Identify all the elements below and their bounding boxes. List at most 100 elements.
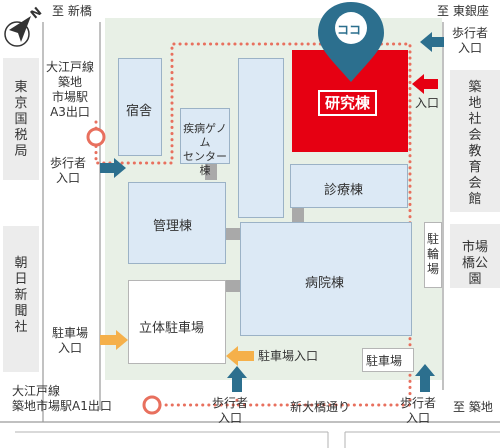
pedestrian-entrance-left: 歩行者 入口 (50, 156, 86, 186)
parking-entrance-left: 駐車場 入口 (52, 326, 88, 356)
tax-office-label-char: 東 (14, 80, 28, 95)
pedestrian-entrance-bottom-right-line1: 歩行者 (400, 396, 437, 410)
hospital-label: 病院棟 (305, 276, 345, 291)
hospital-building[interactable] (240, 222, 412, 336)
parking-entrance-left-line1: 駐車場 (52, 326, 89, 340)
social-hall-block (450, 70, 500, 212)
research-entrance-label: 入口 (415, 96, 440, 110)
connector-genome-admin (205, 162, 217, 180)
market-park-block (450, 224, 500, 288)
connector-parking-hospital (226, 280, 240, 292)
station-a1-marker-icon[interactable] (142, 395, 162, 415)
station-a1-label: 大江戸線 築地市場駅A1出口 (12, 384, 112, 414)
parking-structure-label: 立体駐車場 (139, 321, 205, 336)
tax-office-label-char: 税 (14, 128, 28, 143)
marker-label: ココ (337, 23, 362, 37)
connector-clinic-hospital (292, 207, 304, 222)
asahi-block (3, 226, 39, 372)
research-building-label: 研究棟 (318, 90, 378, 116)
social-hall-label-char: 地 (468, 96, 482, 111)
to-tsukiji-label: 至 築地 (453, 400, 493, 414)
pedestrian-entrance-left-line1: 歩行者 (50, 156, 87, 170)
compass-arrow-icon (9, 16, 31, 42)
pedestrian-entrance-bottom-line1: 歩行者 (212, 396, 249, 410)
clinic-building[interactable] (290, 164, 408, 208)
asahi-label: 朝日新聞社 (3, 256, 39, 336)
pedestrian-arrow-left-icon (100, 158, 126, 178)
station-a3-line2: 築地 (58, 75, 83, 89)
parking-lot[interactable] (362, 348, 414, 372)
pedestrian-entrance-bottom-right-line2: 入口 (406, 411, 431, 425)
market-park-label: 市場橋公園 (450, 240, 500, 288)
station-a3-line3: 市場駅 (52, 90, 89, 104)
parking-structure-building[interactable] (128, 280, 226, 364)
social-hall-label-char: 館 (468, 192, 482, 207)
pedestrian-entrance-top-right-line2: 入口 (458, 41, 483, 55)
pedestrian-entrance-top-right-line1: 歩行者 (452, 26, 489, 40)
social-hall-label: 築地社会教育会館 (450, 80, 500, 208)
clinic-label: 診療棟 (324, 183, 364, 198)
genome-center-label-line1: 疾病ゲノム (183, 122, 227, 149)
market-park-label-text: 市場橋公園 (461, 240, 488, 287)
pedestrian-entrance-top-right: 歩行者 入口 (452, 26, 488, 56)
pedestrian-entrance-left-line2: 入口 (56, 171, 81, 185)
tax-office-label-char: 京 (14, 96, 28, 111)
compass-ring (4, 21, 30, 47)
parking-entrance-label: 駐車場入口 (258, 349, 319, 363)
bicycle-parking-label-char: 駐 (426, 232, 439, 246)
tax-office-label-char: 局 (14, 144, 28, 159)
asahi-label-char: 聞 (14, 304, 28, 319)
parking-entrance-left-line2: 入口 (58, 341, 83, 355)
location-pin-inner (335, 12, 367, 44)
genome-center-label-line2: センター棟 (183, 150, 227, 177)
station-a3-label: 大江戸線 築地 市場駅 A3出口 (46, 60, 94, 120)
bicycle-parking-label-char: 輪 (426, 247, 439, 261)
genome-center-building[interactable] (180, 108, 230, 164)
social-hall-label-char: 育 (468, 160, 482, 175)
genome-center-label: 疾病ゲノム センター棟 (180, 122, 230, 178)
station-a3-line4: A3出口 (50, 105, 90, 119)
parking-arrow-left-icon (100, 330, 128, 350)
bicycle-parking[interactable] (424, 222, 442, 288)
social-hall-label-char: 会 (468, 176, 482, 191)
station-a1-line2: 築地市場駅A1出口 (12, 399, 112, 413)
asahi-label-char: 社 (14, 320, 28, 335)
station-a3-marker-icon[interactable] (86, 127, 106, 147)
social-hall-label-char: 築 (468, 80, 482, 95)
bicycle-parking-label: 駐輪場 (424, 232, 442, 277)
asahi-label-char: 朝 (14, 256, 28, 271)
station-a3-line1: 大江戸線 (46, 60, 95, 74)
pedestrian-entrance-bottom-line2: 入口 (218, 411, 243, 425)
connector-admin-hospital (226, 228, 240, 240)
social-hall-label-char: 会 (468, 128, 482, 143)
pedestrian-arrow-top-right-icon (420, 32, 444, 52)
to-higashiginza-label: 至 東銀座 (437, 4, 489, 18)
to-shinbashi-label: 至 新橋 (52, 4, 92, 18)
research-entrance-arrow-icon (412, 74, 438, 94)
pedestrian-arrow-bottom-icon (227, 366, 247, 392)
dormitory-label: 宿舎 (126, 104, 153, 119)
dormitory-building[interactable] (118, 58, 162, 156)
asahi-label-char: 新 (14, 288, 28, 303)
station-a1-line1: 大江戸線 (12, 384, 61, 398)
social-hall-label-char: 社 (468, 112, 482, 127)
tax-office-block (3, 58, 39, 180)
pedestrian-entrance-bottom-right: 歩行者 入口 (400, 396, 436, 426)
pedestrian-arrow-bottom-right-icon (415, 364, 435, 392)
street-name-label: 新大橋通り (290, 400, 351, 414)
tax-office-label-char: 国 (14, 112, 28, 127)
asahi-label-char: 日 (14, 272, 28, 287)
social-hall-label-char: 教 (468, 144, 482, 159)
annex-building[interactable] (238, 58, 284, 218)
administration-building[interactable] (128, 182, 226, 264)
tax-office-label: 東京国税局 (3, 80, 39, 160)
bicycle-parking-label-char: 場 (426, 262, 439, 276)
parking-lot-label: 駐車場 (366, 354, 403, 368)
pedestrian-entrance-bottom: 歩行者 入口 (212, 396, 248, 426)
administration-label: 管理棟 (153, 219, 193, 234)
parking-entrance-arrow-icon (226, 346, 254, 366)
